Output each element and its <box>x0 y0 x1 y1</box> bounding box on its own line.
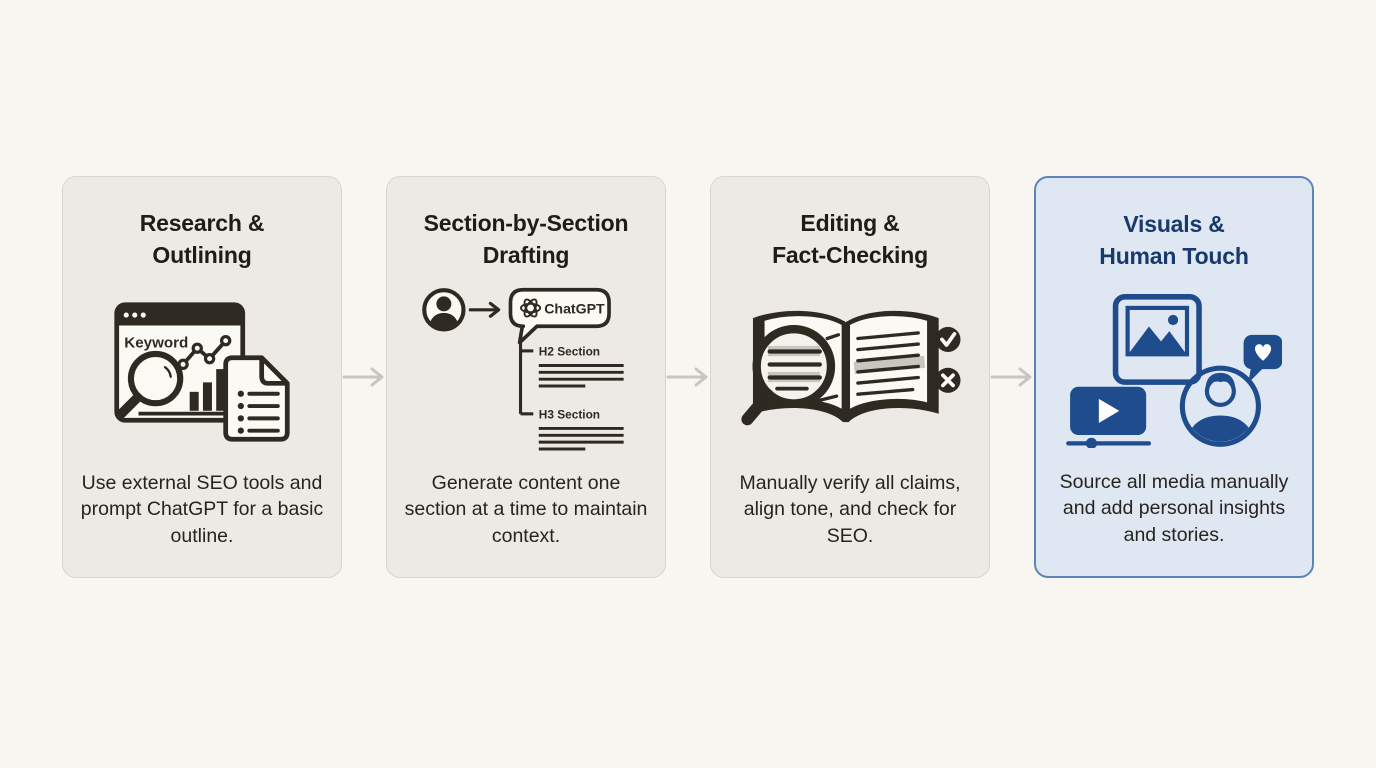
step-title-line1: Section-by-Section <box>423 210 629 236</box>
step-description: Use external SEO tools and prompt ChatGP… <box>80 472 324 547</box>
right-arrow-icon <box>342 367 384 387</box>
step-title: Visuals & Human Touch <box>1099 209 1249 272</box>
magnifier-icon <box>741 324 836 426</box>
magnifier-icon <box>116 350 184 419</box>
step-title: Research & Outlining <box>140 208 265 271</box>
step-title: Editing & Fact-Checking <box>772 208 928 271</box>
h3-section-label: H3 Section <box>539 408 600 422</box>
chatgpt-bubble-icon: ChatGPT <box>508 288 611 345</box>
video-player-icon <box>1066 386 1152 448</box>
user-avatar-icon <box>422 288 466 332</box>
step-title-line2: Drafting <box>482 241 570 268</box>
photo-icon <box>1112 293 1202 385</box>
fact-check-book-icon <box>741 310 961 426</box>
openai-logo-icon <box>520 298 542 318</box>
step-title: Section-by-Section Drafting <box>424 208 629 271</box>
workflow-diagram: Research & Outlining Keyword <box>62 176 1314 578</box>
step-card-section-drafting: Section-by-Section Drafting <box>386 176 666 578</box>
h2-section-label: H2 Section <box>539 345 600 359</box>
check-badge-icon <box>935 326 961 352</box>
section-tree-icon <box>518 339 534 416</box>
left-page-lines <box>816 332 841 403</box>
step-title-line2: Outlining <box>152 241 252 268</box>
keyword-label: Keyword <box>124 334 188 351</box>
right-page-lines <box>856 331 920 396</box>
person-icon <box>1179 365 1261 447</box>
cross-badge-icon <box>935 367 961 393</box>
chatgpt-drafting-icon: ChatGPT H2 Section H3 Section <box>422 288 624 451</box>
step-title-line1: Editing & <box>800 210 900 236</box>
step-icon-box <box>711 271 989 470</box>
outline-document-icon <box>223 355 290 442</box>
line-chart-icon <box>177 334 232 370</box>
step-card-visuals-human-touch: Visuals & Human Touch <box>1034 176 1314 578</box>
media-human-touch-icon <box>1066 293 1282 448</box>
step-icon-box <box>1036 272 1312 469</box>
prompt-arrow-icon <box>468 302 501 319</box>
heart-bubble-icon <box>1243 334 1282 383</box>
flow-arrow <box>990 364 1034 390</box>
step-title-line1: Research & <box>139 210 265 236</box>
flow-arrow <box>666 364 710 390</box>
right-arrow-icon <box>990 367 1032 387</box>
h3-text-lines <box>538 427 624 451</box>
step-card-research-outlining: Research & Outlining Keyword <box>62 176 342 578</box>
step-title-line1: Visuals & <box>1123 211 1225 237</box>
step-description: Generate content one section at a time t… <box>404 472 648 547</box>
chatgpt-label: ChatGPT <box>544 301 605 317</box>
flow-arrow <box>342 364 386 390</box>
h2-text-lines <box>538 364 624 388</box>
step-title-line2: Human Touch <box>1099 242 1249 269</box>
step-title-line2: Fact-Checking <box>772 241 928 268</box>
step-description: Source all media manually and add person… <box>1059 471 1289 546</box>
step-card-editing-fact-checking: Editing & Fact-Checking <box>710 176 990 578</box>
bar-chart-icon <box>189 368 226 411</box>
right-arrow-icon <box>666 367 708 387</box>
step-description: Manually verify all claims, align tone, … <box>739 472 961 547</box>
seo-research-icon: Keyword <box>114 302 290 442</box>
step-icon-box: ChatGPT H2 Section H3 Section <box>387 271 665 470</box>
step-icon-box: Keyword <box>63 271 341 470</box>
